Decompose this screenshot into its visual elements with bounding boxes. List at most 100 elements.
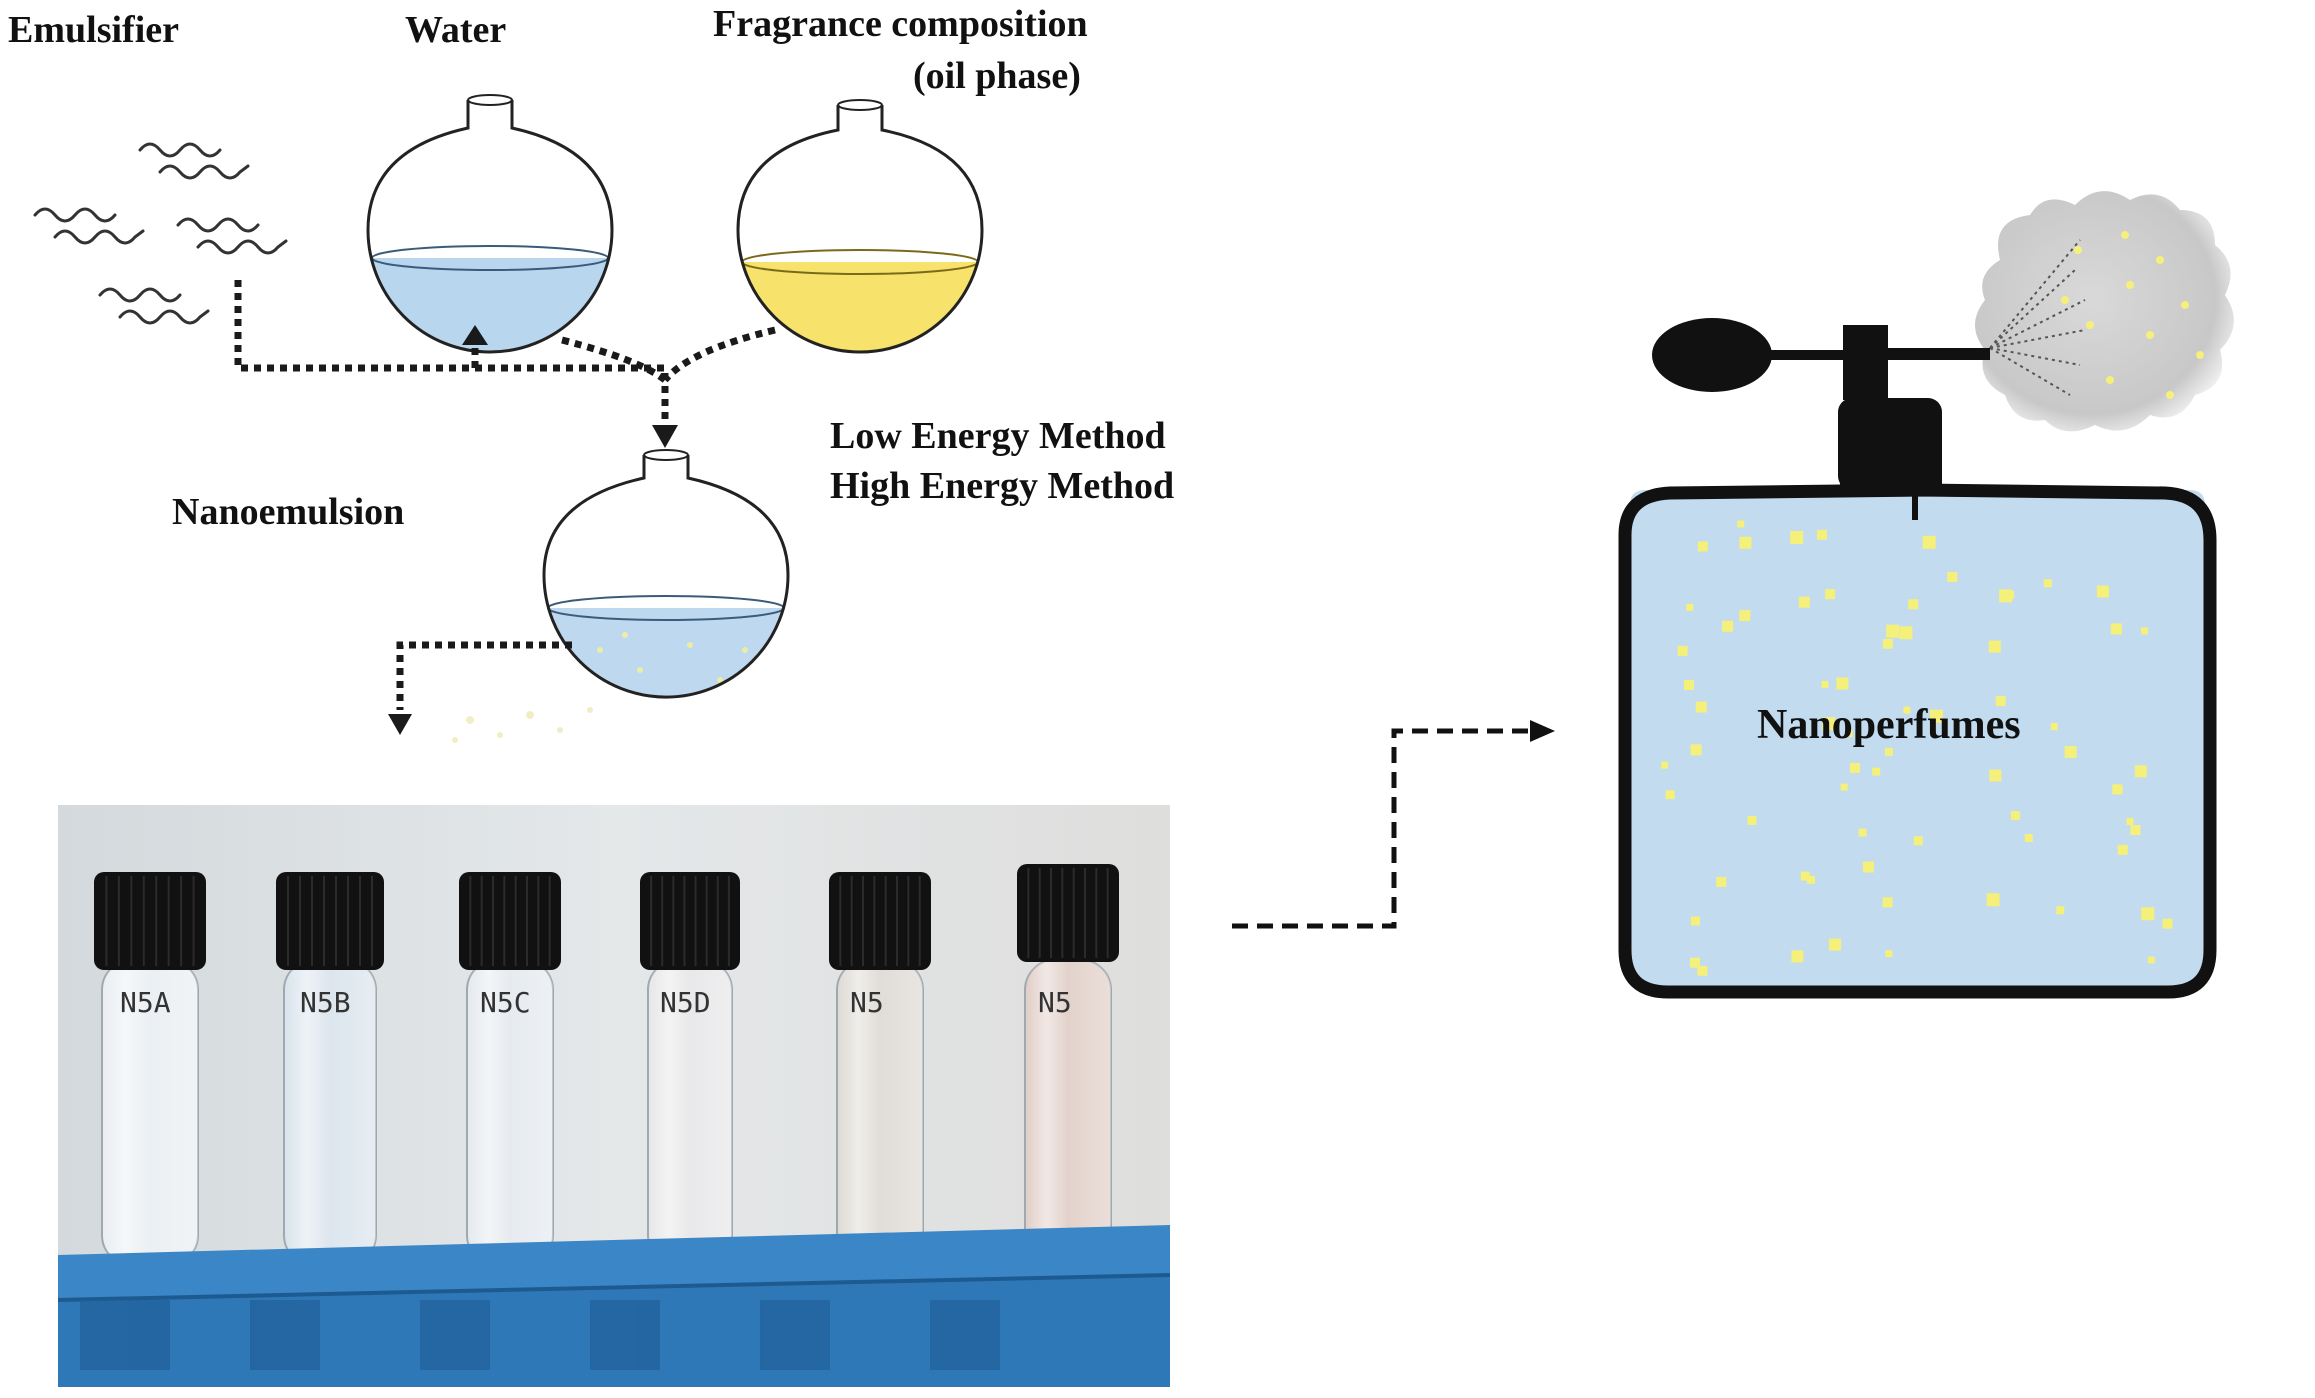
particle bbox=[1840, 783, 1848, 791]
particle bbox=[2024, 833, 2033, 842]
high-energy-label: High Energy Method bbox=[830, 465, 1174, 507]
arrow-head-up bbox=[462, 325, 488, 345]
particle bbox=[1988, 640, 2001, 653]
particle bbox=[1885, 950, 1893, 958]
test-tube: N5D bbox=[640, 872, 740, 1266]
particle bbox=[2140, 627, 2148, 635]
particle bbox=[1872, 767, 1881, 776]
particle bbox=[1695, 701, 1707, 713]
particle bbox=[1689, 957, 1700, 968]
particle bbox=[1929, 709, 1943, 723]
particle bbox=[1862, 861, 1874, 873]
particle bbox=[1849, 762, 1860, 773]
particle bbox=[1747, 815, 1757, 825]
perfume-particles bbox=[1661, 520, 2173, 976]
particle bbox=[2096, 585, 2109, 598]
particle bbox=[1989, 769, 2002, 782]
nanoperfumes-label: Nanoperfumes bbox=[1757, 702, 2021, 748]
particle bbox=[1716, 876, 1727, 887]
droplet-spray bbox=[452, 707, 593, 743]
test-tube: N5 bbox=[1017, 864, 1119, 1266]
particle bbox=[1858, 828, 1867, 837]
tube-label: N5 bbox=[850, 986, 884, 1019]
nanoemulsion-label: Nanoemulsion bbox=[172, 491, 404, 533]
particle bbox=[1903, 706, 1911, 714]
tube-cap bbox=[459, 872, 561, 970]
atomizer-nozzle bbox=[1843, 325, 1888, 400]
tube-label: N5 bbox=[1038, 986, 1072, 1019]
fragrance-label-line1: Fragrance composition bbox=[713, 3, 1088, 45]
particle bbox=[1986, 893, 2000, 907]
particle bbox=[1822, 717, 1836, 731]
particle bbox=[1661, 761, 1669, 769]
water-flask bbox=[366, 94, 614, 354]
particle bbox=[1829, 938, 1842, 951]
bottle-body bbox=[1618, 483, 2217, 999]
particle bbox=[1737, 520, 1745, 528]
particle bbox=[1922, 535, 1936, 549]
particle bbox=[1913, 836, 1923, 846]
particle bbox=[1816, 529, 1827, 540]
particle bbox=[1686, 603, 1694, 611]
particle bbox=[1690, 916, 1700, 926]
particle bbox=[2141, 907, 2155, 921]
particle bbox=[2010, 811, 2020, 821]
wavy-molecule-icon bbox=[33, 207, 145, 245]
particle bbox=[1665, 790, 1675, 800]
test-tube: N5B bbox=[276, 872, 384, 1266]
tube-set: N5A N5B N5C N5D N5 N5 bbox=[94, 864, 1119, 1266]
particle bbox=[1790, 530, 1804, 544]
low-energy-label: Low Energy Method bbox=[830, 415, 1166, 457]
particle bbox=[1884, 747, 1893, 756]
particle bbox=[1677, 645, 1688, 656]
particle bbox=[1908, 599, 1919, 610]
test-tube: N5C bbox=[459, 872, 561, 1266]
tube-label: N5D bbox=[660, 986, 711, 1019]
particle bbox=[1899, 626, 1913, 640]
particle bbox=[1722, 620, 1734, 632]
particle bbox=[1836, 677, 1849, 690]
water-label: Water bbox=[405, 9, 506, 51]
fragrance-label-line2: (oil phase) bbox=[913, 55, 1081, 97]
emulsifier-label: Emulsifier bbox=[8, 9, 179, 51]
particle bbox=[2064, 746, 2077, 759]
tube-cap bbox=[1017, 864, 1119, 962]
wavy-molecule-icon bbox=[98, 287, 210, 325]
arrow-head-down bbox=[652, 425, 678, 448]
particle bbox=[1791, 950, 1804, 963]
wavy-molecule-icon bbox=[176, 217, 288, 255]
particle bbox=[1882, 638, 1893, 649]
particle bbox=[1683, 680, 1694, 691]
tube-label: N5A bbox=[120, 986, 171, 1019]
oil-liquid bbox=[738, 262, 982, 352]
test-tube-photo: N5A N5B N5C N5D N5 N5 bbox=[57, 805, 1171, 1387]
particle bbox=[1845, 730, 1853, 738]
tube-label: N5B bbox=[300, 986, 351, 1019]
particle bbox=[1882, 897, 1893, 908]
atomizer-bulb bbox=[1652, 318, 1772, 392]
nanoemulsion-liquid bbox=[544, 608, 788, 697]
flow-lines bbox=[234, 280, 776, 710]
particle bbox=[1798, 596, 1810, 608]
particle bbox=[2117, 844, 2128, 855]
tube-cap bbox=[640, 872, 740, 970]
particle bbox=[2130, 825, 2141, 836]
nanoemulsion-flask bbox=[542, 449, 790, 699]
particle bbox=[1947, 571, 1958, 582]
particle bbox=[1821, 680, 1829, 688]
wavy-molecule-icon bbox=[138, 142, 250, 180]
particle bbox=[2056, 906, 2065, 915]
particle bbox=[1739, 536, 1752, 549]
tube-cap bbox=[829, 872, 931, 970]
particle bbox=[2043, 579, 2052, 588]
particle bbox=[2147, 956, 2155, 964]
connector-arrow bbox=[1232, 720, 1555, 929]
water-liquid bbox=[368, 258, 612, 352]
particle bbox=[2112, 784, 2123, 795]
particle bbox=[1739, 610, 1751, 622]
test-tube: N5 bbox=[829, 872, 931, 1266]
oil-flask bbox=[736, 99, 984, 354]
particle bbox=[1995, 696, 2006, 707]
tube-rack bbox=[57, 1225, 1171, 1387]
particle bbox=[1697, 541, 1708, 552]
